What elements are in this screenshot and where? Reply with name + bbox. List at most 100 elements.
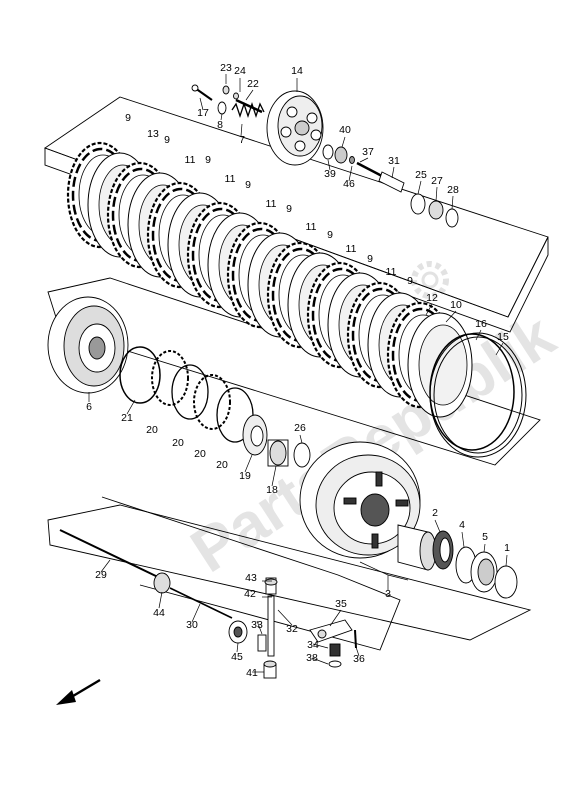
leader-line	[391, 166, 395, 179]
bolt-17	[191, 84, 213, 101]
shaft-32	[264, 577, 278, 657]
callout-9-repeat: 9	[327, 229, 333, 241]
callout-11-repeat: 11	[266, 198, 277, 210]
callout-37: 37	[362, 146, 374, 158]
callout-28: 28	[447, 184, 459, 196]
leader-line	[244, 454, 253, 473]
watermark-gear-icon	[411, 261, 449, 299]
lever-35	[309, 619, 353, 643]
leader-line	[327, 159, 331, 171]
leader-line	[158, 591, 163, 609]
piston-25	[410, 193, 426, 215]
leader-line	[434, 519, 441, 533]
callout-12: 12	[426, 292, 438, 304]
callout-39: 39	[324, 168, 336, 180]
callout-20-repeat: 20	[216, 459, 228, 471]
callout-19: 19	[239, 470, 251, 482]
rod-30	[169, 587, 233, 619]
pin-24	[233, 92, 239, 100]
washer-39	[322, 144, 334, 160]
callout-leaders	[88, 74, 508, 673]
callout-15: 15	[497, 331, 509, 343]
leader-line	[312, 643, 329, 649]
pin-33	[257, 634, 267, 652]
leader-line	[191, 603, 201, 623]
leader-line	[277, 609, 293, 626]
leader-line	[256, 620, 263, 635]
circlip-21	[119, 346, 161, 404]
callout-38: 38	[306, 652, 318, 664]
ring-15	[429, 332, 527, 458]
leader-line	[461, 531, 465, 548]
callout-20: 20	[146, 424, 158, 436]
callout-11-repeat: 11	[306, 221, 317, 233]
leader-line	[240, 123, 243, 137]
leader-line	[220, 113, 223, 121]
callout-40: 40	[339, 124, 351, 136]
callout-27: 27	[431, 175, 443, 187]
leader-line	[100, 559, 111, 573]
ring-28	[445, 208, 459, 228]
callout-11: 11	[185, 154, 196, 166]
callout-9-repeat: 9	[164, 134, 170, 146]
spacer-2	[397, 524, 437, 571]
callout-9-repeat: 9	[286, 203, 292, 215]
callout-10: 10	[450, 299, 462, 311]
callout-23: 23	[220, 62, 232, 74]
primary-housing-3	[299, 441, 421, 559]
leader-line	[299, 434, 303, 444]
frame-bottom	[47, 504, 532, 641]
leader-line	[355, 646, 360, 657]
callout-11-repeat: 11	[225, 173, 236, 185]
pressure-plate-14	[266, 90, 324, 166]
pressure-plate-group	[191, 84, 459, 228]
callout-41: 41	[246, 667, 258, 679]
seat-19	[242, 414, 268, 456]
callout-30: 30	[186, 619, 198, 631]
bush-41	[263, 660, 277, 679]
callout-9: 9	[125, 112, 131, 124]
leader-line	[387, 574, 409, 581]
callout-9-repeat: 9	[245, 179, 251, 191]
callout-8: 8	[217, 119, 223, 131]
leader-line	[483, 543, 486, 553]
frame-center	[101, 496, 401, 651]
callout-1: 1	[504, 542, 510, 554]
leader-line	[359, 157, 369, 163]
leader-line	[445, 310, 457, 323]
callout-32: 32	[286, 623, 298, 635]
assembly-frames	[44, 96, 549, 651]
release-group	[59, 529, 357, 679]
sleeve-hub-6	[47, 296, 129, 394]
callout-46: 46	[343, 178, 355, 190]
nut-23	[222, 85, 230, 95]
leader-line	[348, 165, 353, 182]
callout-43: 43	[245, 572, 257, 584]
bearing-45	[228, 620, 248, 644]
callout-44: 44	[153, 607, 165, 619]
callout-16: 16	[475, 318, 487, 330]
callout-6: 6	[86, 401, 92, 413]
bearing-44	[153, 572, 171, 594]
leader-line	[245, 89, 254, 101]
leader-line	[495, 342, 504, 356]
callout-14: 14	[291, 65, 303, 77]
callout-20-repeat: 20	[172, 437, 184, 449]
seal-27	[428, 200, 444, 220]
spring-washers-20	[151, 350, 254, 443]
damper-group	[47, 296, 311, 468]
spring-7	[231, 101, 265, 119]
callout-9-repeat: 9	[205, 154, 211, 166]
bolt-36	[354, 629, 357, 649]
bearing-40	[334, 146, 348, 164]
leader-line	[425, 303, 433, 316]
leader-line	[126, 399, 136, 415]
callout-7: 7	[239, 134, 245, 146]
callout-9-repeat: 9	[367, 253, 373, 265]
callout-9-repeat: 9	[407, 275, 413, 287]
callout-2: 2	[432, 507, 438, 519]
leader-line	[329, 609, 342, 627]
primary-gear-group	[299, 441, 518, 599]
frame-top-lower	[44, 147, 549, 333]
callout-3: 3	[385, 588, 391, 600]
